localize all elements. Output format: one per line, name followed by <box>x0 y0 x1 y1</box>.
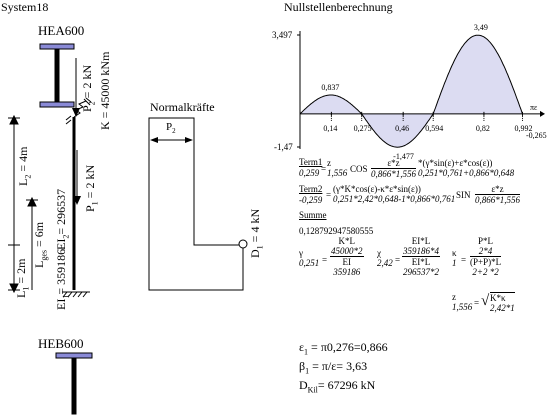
beta-result: β1 = π/ε= 3,63 <box>299 359 368 376</box>
gamma-eq: = <box>322 255 328 265</box>
epsilon-result: ε1 = π0,276=0,866 <box>299 340 388 357</box>
x-extra-label: -0,265 <box>526 131 547 140</box>
ei2-label: EI2= 296537 <box>54 188 71 250</box>
sqrt-icon: √ <box>481 293 490 309</box>
chart-series-line <box>299 34 523 148</box>
x-tick-label: 0,46 <box>395 124 409 133</box>
normal-p2-label: P2 <box>166 121 176 136</box>
x-tick-label: 0,14 <box>323 124 337 133</box>
summe-value: 0,128792947580555 <box>299 226 374 236</box>
term1-rest: *(γ*sin(ε)+ε*cos(ε))0,251*0,761+0,866*0,… <box>418 158 515 178</box>
p2-load-label: P2 = 2 kN <box>80 64 97 112</box>
l1-dimension-label: L1 = 2m <box>14 258 31 298</box>
chart-title: Nullstellenberechnung <box>284 0 393 14</box>
term1-cos: COS <box>350 164 368 174</box>
term2-expr: (γ*K*cos(ε)-κ*ε*sin(ε))0,251*2,42*0,648-… <box>333 184 456 204</box>
p2-width-arrow-icon <box>150 137 193 143</box>
kappa-eq: = <box>461 255 467 265</box>
y-tick-label-top: 3,497 <box>272 30 293 40</box>
summe-label: Summe <box>299 210 327 220</box>
hea600-section-icon <box>39 43 75 108</box>
k-spring-label: K = 45000 kNm <box>98 51 112 130</box>
z-eq: = <box>474 298 480 308</box>
dkil-result: DKil= 67296 kN <box>299 378 376 395</box>
x-tick-label: 0,594 <box>425 124 443 133</box>
chart-area-fill <box>300 35 523 148</box>
x-tick-label: 0,82 <box>476 124 490 133</box>
root-chart: 3,497 -1,47 0,14 0,275 0,46 0,594 0,82 0,992-0,… <box>272 23 547 161</box>
data-label: -1,477 <box>393 152 414 161</box>
data-label: 0,837 <box>321 83 339 92</box>
x-tick-label: 0,992 <box>515 124 533 133</box>
dimension-lines <box>8 114 38 294</box>
term1-label: Term1 <box>299 157 323 167</box>
chi-eq: = <box>395 255 401 265</box>
p1-load-label: P1 = 2 kN <box>83 164 100 212</box>
x-tick-label: 0,275 <box>354 124 372 133</box>
term1-eq: = <box>321 164 327 174</box>
lges-dimension-label: Lges = 6m <box>32 221 49 268</box>
term2-value: -0,259 <box>299 195 323 205</box>
profile-top-label: HEA600 <box>38 23 85 38</box>
y-tick-label-bottom: -1,47 <box>274 142 293 152</box>
d1-label: D1 = 4 kN <box>248 208 265 258</box>
system-title: System18 <box>1 0 49 14</box>
term1-value: 0,259 <box>299 168 320 178</box>
term2-eq: = <box>326 190 332 200</box>
term2-sin: SIN <box>456 190 471 200</box>
heb600-section-icon <box>55 352 93 415</box>
normal-force-shape <box>148 117 244 291</box>
term2-label: Term2 <box>299 184 323 194</box>
profile-bottom-label: HEB600 <box>38 336 84 351</box>
data-label: 3,49 <box>474 23 488 32</box>
normal-force-title: Normalkräfte <box>150 100 215 114</box>
p2-load-arrow-icon <box>72 58 80 117</box>
chart-x-arrow-icon <box>540 110 545 117</box>
ei1-label: EI1= 359186 <box>54 248 71 310</box>
p1-load-arrow-icon <box>73 150 81 205</box>
x-axis-label: πε <box>530 103 538 112</box>
d1-support-icon <box>238 239 248 249</box>
base-support-hatch <box>62 291 88 298</box>
l2-dimension-label: L2 = 4m <box>16 146 33 186</box>
